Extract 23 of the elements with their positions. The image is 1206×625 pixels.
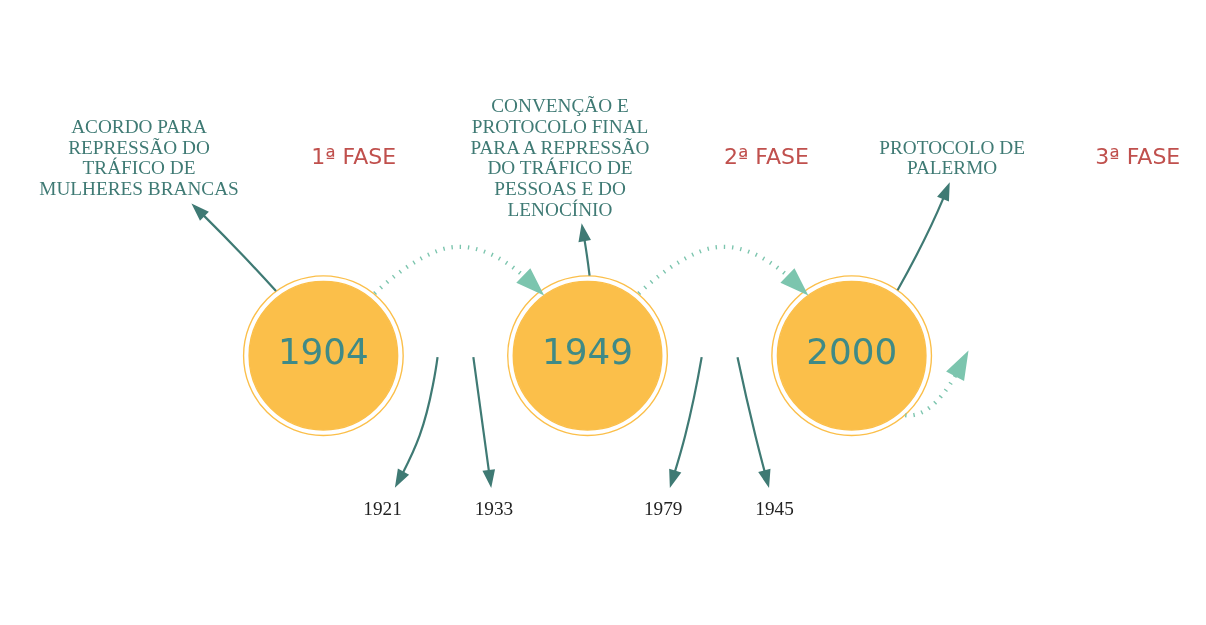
label: 3ª FASE [1095,143,1181,169]
label: 2ª FASE [723,143,809,169]
node-text: 1979 [643,497,683,519]
arrow [472,356,496,488]
node-circle: 1949 [507,274,668,436]
arrow [896,181,950,291]
arrow [578,222,591,276]
node-text: CONVENÇÃO E PROTOCOLO FINAL PARA A REPRESSÃO DO TRÁFICO DE PESSOAS E DO LENOCÍNIO [470,94,650,220]
node-text: 1945 [755,497,794,519]
arrow [191,202,277,292]
node-text: 1933 [474,497,514,519]
arrow [394,356,439,488]
arrow [669,356,703,488]
node-circle: 2000 [771,274,933,436]
node-text: ACORDO PARA REPRESSÃO DO TRÁFICO DE MULHERES BRANCAS [39,115,239,199]
node-text: PROTOCOLO DE PALERMO [879,136,1025,178]
node-text: 1921 [363,497,402,519]
arrow [905,350,969,417]
label: 1ª FASE [311,143,397,169]
arrow [736,356,771,488]
node-circle: 1904 [242,274,404,436]
arrow [373,244,545,296]
arrow [637,244,809,296]
